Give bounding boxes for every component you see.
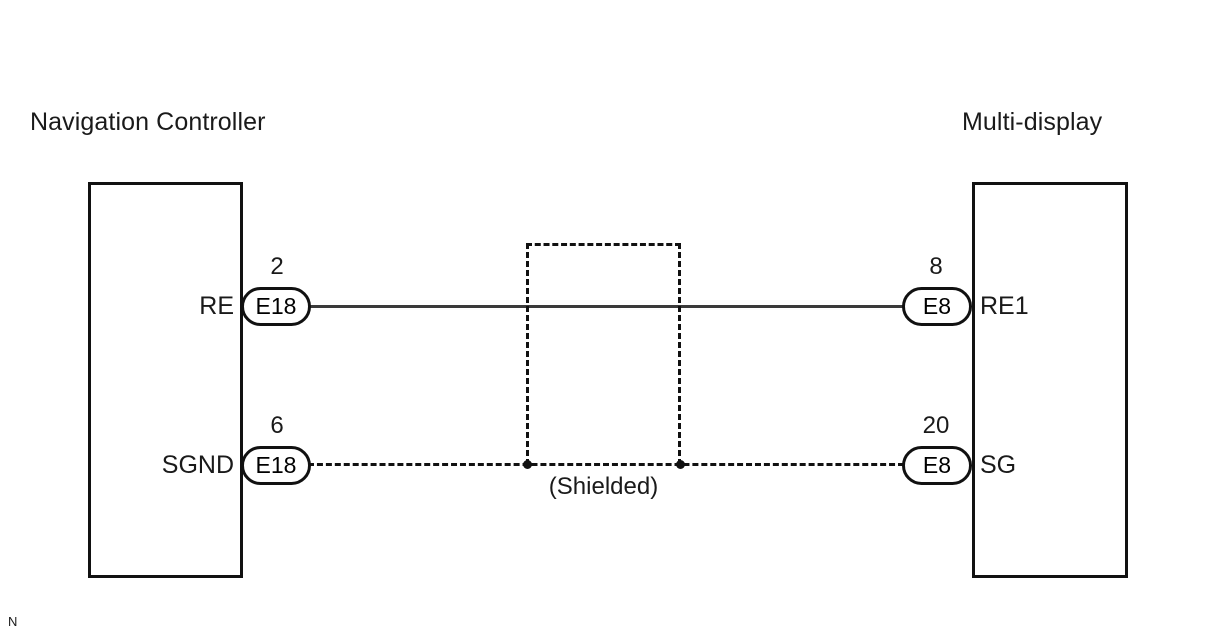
junction-dot-left — [523, 460, 532, 469]
wire-sgnd-to-sg — [308, 463, 904, 466]
connector-e18-pin6: E18 — [241, 446, 311, 485]
connector-e18-pin2: E18 — [241, 287, 311, 326]
connector-e8-pin20: E8 — [902, 446, 972, 485]
shield-enclosure — [526, 243, 681, 465]
pin-label-re: RE — [199, 292, 234, 320]
multi-display-box — [972, 182, 1128, 578]
connector-e8-pin8: E8 — [902, 287, 972, 326]
pin-label-sg: SG — [980, 451, 1017, 479]
pin-label-re1: RE1 — [980, 292, 1029, 320]
navigation-controller-title: Navigation Controller — [30, 108, 266, 136]
pin-number-2: 2 — [270, 253, 284, 280]
pin-number-8: 8 — [929, 253, 943, 280]
pin-number-20: 20 — [922, 412, 950, 439]
shielded-label: (Shielded) — [548, 473, 659, 500]
junction-dot-right — [676, 460, 685, 469]
multi-display-title: Multi-display — [962, 108, 1103, 136]
pin-label-sgnd: SGND — [161, 451, 234, 479]
wire-re-to-re1 — [308, 305, 904, 308]
pin-number-6: 6 — [270, 412, 284, 439]
corner-mark: N — [8, 614, 18, 629]
navigation-controller-box — [88, 182, 243, 578]
